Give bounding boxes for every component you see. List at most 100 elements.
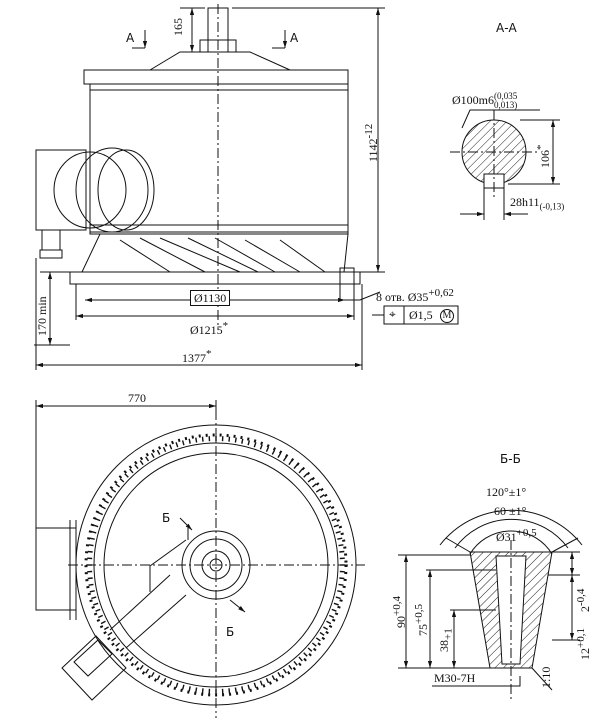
tooth [278, 672, 281, 676]
base-plate [70, 272, 360, 284]
tooth [112, 638, 116, 641]
tooth [91, 597, 96, 598]
tooth [152, 672, 155, 676]
tooth [266, 678, 268, 683]
dim-base-dia-value: Ø1215 [190, 323, 223, 337]
dim-bolt-circle: Ø1130 [190, 290, 231, 306]
tooth [229, 437, 230, 442]
section-aa [450, 110, 560, 220]
tooth [229, 688, 230, 693]
lower-frame [82, 234, 348, 272]
tooth-ring [87, 436, 345, 694]
tooth [112, 489, 116, 492]
tooth [196, 688, 197, 693]
section-aa-title: А-А [496, 21, 517, 35]
chamfer-value: 2 [578, 606, 592, 612]
dim-overall-height: 1142-12 [363, 123, 380, 162]
shaft-dia-value: Ø100m6 [452, 92, 494, 107]
tooth [242, 686, 243, 691]
tooth [294, 661, 297, 665]
section-mark-b-upper: Б [162, 511, 171, 525]
tooth [332, 519, 337, 521]
tooth [320, 495, 324, 498]
depth-thread: 38+1 [437, 628, 455, 652]
depth-mid-tol: +0,5 [413, 604, 425, 624]
tooth [196, 438, 197, 443]
shaft-dia-tol-upper: 0,035 [497, 91, 518, 101]
tooth [88, 552, 93, 553]
counterbore-tol: +0,1 [575, 628, 587, 648]
cone-ratio: 1:10 [539, 666, 553, 688]
tooth [101, 621, 105, 623]
tooth [308, 648, 312, 651]
tooth [170, 681, 172, 686]
tooth [272, 450, 274, 454]
angle-outer: 120°±1° [486, 485, 527, 499]
tooth [254, 442, 256, 447]
tooth [104, 627, 108, 630]
counterbore-dim: 12+0,1 [575, 628, 592, 660]
depth-thread-tol: +1 [442, 628, 455, 640]
tooth [93, 525, 98, 527]
hole-dia-value: Ø31 [496, 530, 517, 544]
tooth [289, 665, 292, 669]
tooth [89, 584, 94, 585]
dim-base-dia: Ø1215* [190, 321, 228, 337]
tooth [91, 532, 96, 533]
tooth [170, 445, 172, 450]
motor-housing [90, 84, 348, 234]
section-bb-title: Б-Б [500, 452, 521, 466]
depth-total-value: 90 [394, 616, 408, 628]
top-flange [84, 70, 348, 84]
position-tol-modifier: M [440, 309, 454, 323]
tooth [323, 501, 327, 504]
tooth [203, 437, 204, 442]
tooth [189, 439, 190, 444]
tooth [96, 609, 101, 611]
dim-base-height: 170 min [35, 296, 49, 336]
tooth [312, 484, 316, 487]
tooth [260, 681, 262, 686]
tooth [183, 440, 184, 445]
tooth [120, 648, 124, 651]
tooth [235, 438, 236, 443]
tooth [152, 453, 155, 457]
tooth [337, 591, 342, 592]
holes-note-tol: +0,62 [428, 287, 454, 299]
cable-gland [62, 636, 126, 700]
tooth [140, 665, 143, 669]
tooth [339, 584, 344, 585]
dim-overall-width-value: 1377 [182, 351, 206, 365]
tooth [327, 621, 331, 623]
tooth [272, 676, 274, 680]
tooth [329, 513, 334, 515]
shaft-dia-tol-lower: 0,013 [494, 100, 515, 110]
tooth [90, 591, 95, 592]
tooth [299, 469, 302, 473]
tooth [254, 683, 256, 688]
tooth [189, 686, 190, 691]
chamfer-tol: -0,4 [575, 588, 587, 606]
tooth [336, 597, 341, 598]
tooth [260, 445, 262, 450]
tooth [96, 519, 101, 521]
tooth [157, 450, 159, 454]
depth-total: 90+0,4 [391, 596, 408, 628]
terminal-cover [53, 151, 127, 229]
tooth [336, 532, 341, 533]
depth-total-tol: +0,4 [391, 596, 403, 616]
depth-thread-value: 38 [437, 640, 451, 652]
tooth [146, 669, 149, 673]
tooth [337, 538, 342, 539]
tooth [289, 461, 292, 465]
tooth [248, 440, 249, 445]
tooth [135, 661, 138, 665]
tooth [116, 484, 120, 487]
dim-overall-height-tol: -12 [363, 123, 375, 139]
tooth [339, 552, 344, 553]
tooth [339, 545, 344, 546]
section-mark-a-right: А [290, 31, 299, 45]
dim-overall-width-tol: * [206, 348, 212, 360]
tooth [334, 603, 339, 605]
position-tol-symbol: ⌖ [389, 307, 396, 321]
